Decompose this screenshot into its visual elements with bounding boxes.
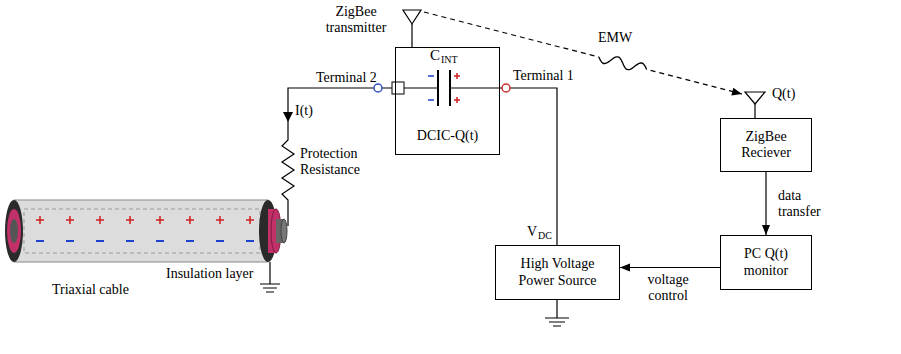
- capacitor-symbol: [428, 76, 434, 100]
- wave-label: EMW: [598, 30, 632, 46]
- terminal-2-symbol: [382, 87, 438, 88]
- terminal-2-symbol: [374, 84, 382, 92]
- capacitor-symbol: [428, 70, 500, 106]
- triaxial-cable: [5, 200, 287, 262]
- triaxial-cable: [10, 219, 18, 243]
- voltage-label: V: [527, 224, 537, 240]
- cable-ground-symbol: [260, 262, 280, 292]
- arrow-head: [762, 225, 770, 235]
- arrow-head: [620, 264, 630, 272]
- current-arrow: [283, 112, 293, 122]
- capacitor-symbol: [438, 70, 450, 106]
- triaxial-cable: [7, 209, 21, 253]
- capacitor-subscript: INT: [441, 54, 458, 65]
- wave-gap: [599, 57, 647, 69]
- triaxial-cable: [36, 240, 254, 242]
- capacitor-symbol: [454, 73, 460, 103]
- antenna-symbol: [403, 10, 421, 24]
- terminal-1-symbol: [502, 84, 510, 92]
- source-ground-symbol: [545, 300, 569, 326]
- resistor-label: Protection Resistance: [300, 146, 380, 177]
- connector-line: [411, 24, 412, 47]
- capacitor-label: C: [430, 47, 440, 64]
- triaxial-cable: [14, 200, 268, 262]
- terminal-label: Terminal 2: [316, 70, 377, 86]
- monitor-box: PC Q(t) monitor: [720, 235, 812, 290]
- box-text: High Voltage Power Source: [502, 256, 613, 288]
- connector-line: [500, 88, 557, 245]
- terminal-1-symbol: [502, 84, 510, 92]
- terminal-label: Terminal 1: [513, 68, 574, 84]
- triaxial-cable: [24, 209, 260, 253]
- power-source-box: High Voltage Power Source: [495, 245, 620, 300]
- wave-symbol: [599, 57, 647, 70]
- current-arrow: [283, 112, 293, 122]
- voltage-subscript: DC: [538, 230, 552, 241]
- box-text: PC Q(t) monitor: [727, 246, 805, 278]
- control-arrow: [620, 264, 720, 272]
- layer-label: Insulation layer: [166, 266, 253, 282]
- terminal-2-symbol: [392, 82, 404, 94]
- triaxial-cable: [36, 216, 254, 224]
- connector-line: [424, 12, 742, 94]
- triaxial-cable: [281, 219, 287, 243]
- data-arrow: [762, 172, 770, 235]
- capacitor-symbol: [450, 87, 500, 88]
- wireless-link: [403, 10, 765, 118]
- current-label: I(t): [295, 103, 313, 119]
- arrow-head: [731, 88, 742, 96]
- connector-line: [620, 267, 720, 268]
- edge-label: voltage control: [636, 272, 700, 303]
- terminal-2-symbol: [374, 82, 438, 94]
- receiver-box: ZigBee Reciever: [720, 118, 812, 172]
- source-ground-symbol: [545, 300, 569, 326]
- triaxial-cable: [5, 200, 23, 262]
- connector-line: [754, 104, 755, 118]
- signal-label: Q(t): [772, 86, 795, 102]
- edge-label: data transfer: [778, 188, 830, 219]
- cable-ground-symbol: [260, 262, 280, 292]
- antenna-symbol: [745, 92, 765, 104]
- antenna-label: ZigBee transmitter: [316, 4, 396, 35]
- box-text: ZigBee Reciever: [727, 129, 805, 161]
- box-text: DCIC-Q(t): [417, 128, 478, 144]
- voltage-wire: [500, 88, 557, 245]
- cable-label: Triaxial cable: [52, 282, 129, 298]
